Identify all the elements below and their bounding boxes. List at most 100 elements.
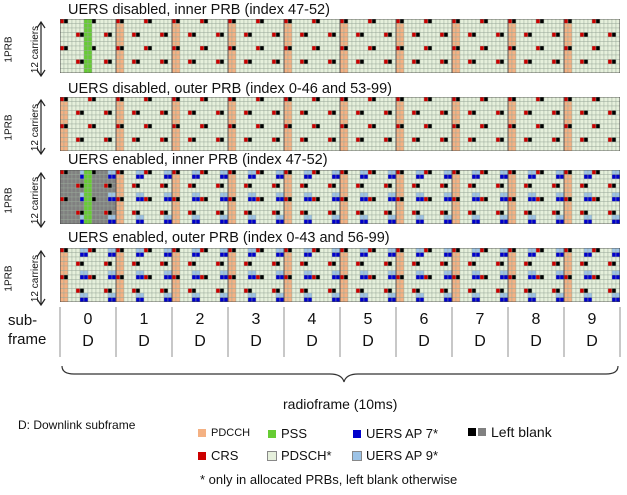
re-cell — [351, 183, 357, 189]
re-cell — [139, 19, 145, 24]
re-cell — [507, 128, 513, 134]
re-cell — [127, 170, 133, 175]
re-cell — [179, 137, 185, 143]
re-cell — [387, 128, 393, 134]
re-cell — [119, 119, 125, 125]
re-cell — [351, 105, 357, 111]
re-cell — [103, 105, 109, 111]
re-cell — [535, 101, 541, 107]
re-cell — [499, 119, 505, 125]
re-cell — [307, 101, 313, 107]
re-cell — [103, 50, 109, 56]
re-cell — [151, 196, 157, 202]
re-cell — [267, 132, 273, 138]
re-cell — [95, 205, 101, 211]
re-cell — [227, 54, 233, 60]
re-cell — [187, 201, 193, 207]
re-cell — [275, 119, 281, 125]
re-cell — [195, 178, 201, 184]
re-cell — [131, 59, 137, 65]
re-cell — [451, 192, 457, 198]
re-cell — [335, 110, 341, 116]
re-cell — [283, 196, 289, 202]
re-cell — [183, 68, 189, 73]
re-cell — [83, 146, 89, 151]
re-cell — [371, 187, 377, 193]
re-cell — [247, 192, 253, 198]
re-cell — [387, 196, 393, 202]
re-cell — [347, 137, 353, 143]
re-cell — [275, 50, 281, 56]
re-cell — [415, 174, 421, 180]
re-cell — [179, 50, 185, 56]
re-cell — [471, 105, 477, 111]
re-cell — [383, 97, 389, 102]
re-cell — [367, 45, 373, 51]
re-cell — [235, 101, 241, 107]
re-cell — [555, 19, 561, 24]
re-cell — [411, 137, 417, 143]
re-cell — [595, 132, 601, 138]
re-cell — [571, 50, 577, 56]
re-cell — [431, 101, 437, 107]
re-cell — [431, 119, 437, 125]
re-cell — [367, 137, 373, 143]
re-cell — [555, 170, 561, 175]
re-cell — [187, 105, 193, 111]
re-cell — [179, 36, 185, 42]
re-cell — [463, 174, 469, 180]
re-cell — [155, 141, 161, 147]
re-cell — [359, 187, 365, 193]
re-cell — [311, 128, 317, 134]
re-cell — [491, 170, 497, 175]
re-cell — [187, 146, 193, 151]
re-cell — [159, 132, 165, 138]
re-cell — [355, 178, 361, 184]
re-cell — [303, 146, 309, 151]
re-cell — [547, 174, 553, 180]
re-cell — [175, 210, 181, 216]
re-cell — [91, 192, 97, 198]
re-cell — [399, 146, 405, 151]
re-cell — [119, 54, 125, 60]
re-cell — [95, 210, 101, 216]
re-cell — [423, 119, 429, 125]
re-cell — [231, 50, 237, 56]
re-cell — [419, 205, 425, 211]
re-cell — [483, 101, 489, 107]
re-cell — [215, 19, 221, 24]
re-cell — [479, 196, 485, 202]
re-cell — [559, 210, 565, 216]
re-cell — [279, 50, 285, 56]
re-cell — [547, 128, 553, 134]
re-cell — [571, 36, 577, 42]
re-cell — [515, 63, 521, 69]
re-cell — [247, 201, 253, 207]
re-cell — [599, 137, 605, 143]
re-cell — [283, 50, 289, 56]
re-cell — [163, 187, 169, 193]
re-cell — [531, 114, 537, 120]
re-cell — [223, 141, 229, 147]
re-cell — [271, 205, 277, 211]
re-cell — [151, 132, 157, 138]
re-cell — [371, 36, 377, 42]
re-cell — [227, 137, 233, 143]
re-cell — [351, 137, 357, 143]
re-cell — [579, 214, 585, 220]
re-cell — [123, 54, 129, 60]
re-cell — [491, 97, 497, 102]
re-cell — [531, 97, 537, 102]
re-cell — [579, 137, 585, 143]
re-cell — [275, 205, 281, 211]
re-cell — [351, 59, 357, 65]
re-cell — [543, 105, 549, 111]
re-cell — [499, 54, 505, 60]
re-cell — [219, 146, 225, 151]
re-cell — [599, 19, 605, 24]
re-cell — [155, 196, 161, 202]
re-cell — [99, 32, 105, 38]
re-cell — [127, 36, 133, 42]
re-cell — [551, 141, 557, 147]
re-cell — [239, 178, 245, 184]
